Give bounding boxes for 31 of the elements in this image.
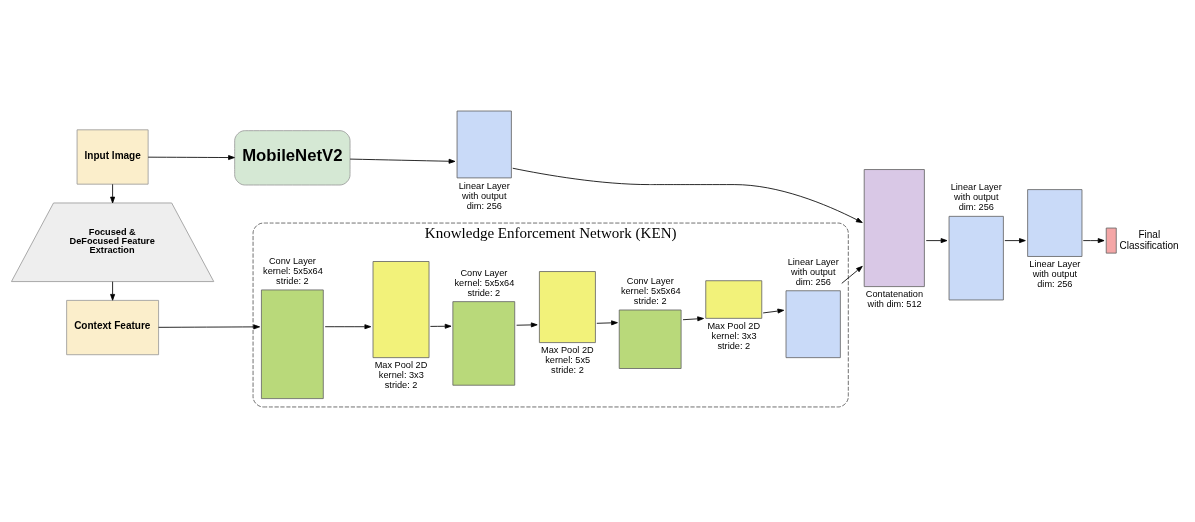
arrow: [349, 158, 456, 164]
node-label: Conv Layer kernel: 5x5x64 stride: 2: [454, 267, 515, 298]
arrow: [147, 154, 235, 160]
arrow: [158, 323, 261, 329]
node-box: Input Image: [76, 128, 149, 185]
arrow: [1082, 237, 1105, 243]
node-label: Linear Layer with output dim: 256: [787, 256, 839, 287]
node-box: Context Feature: [66, 299, 159, 355]
node-label: Linear Layer with output dim: 256: [1029, 258, 1081, 289]
arrow: [841, 265, 863, 284]
arrow: [512, 167, 863, 223]
node-label: Max Pool 2D kernel: 3x3 stride: 2: [374, 359, 428, 390]
arrow: [596, 319, 618, 325]
node-label: Max Pool 2D kernel: 3x3 stride: 2: [707, 320, 761, 351]
arrow: [1004, 237, 1026, 243]
node-label: Linear Layer with output dim: 256: [458, 180, 510, 211]
node-box: MobileNetV2: [234, 129, 351, 185]
arrow: [762, 308, 785, 313]
arrow: [925, 237, 948, 243]
node-label: Final Classification: [1119, 228, 1179, 251]
node-label: Max Pool 2D kernel: 5x5 stride: 2: [541, 344, 594, 375]
node-label: Conv Layer kernel: 5x5x64 stride: 2: [263, 255, 323, 286]
arrow: [110, 280, 116, 301]
arrow: [110, 183, 116, 203]
node-label: Conv Layer kernel: 5x5x64 stride: 2: [620, 275, 681, 306]
arrow: [430, 323, 452, 329]
node-label: Contatenation with dim: 512: [865, 288, 924, 309]
node-label: Linear Layer with output dim: 256: [950, 181, 1002, 212]
arrow: [516, 321, 538, 327]
arrow: [324, 323, 372, 329]
arrow: [682, 315, 704, 321]
